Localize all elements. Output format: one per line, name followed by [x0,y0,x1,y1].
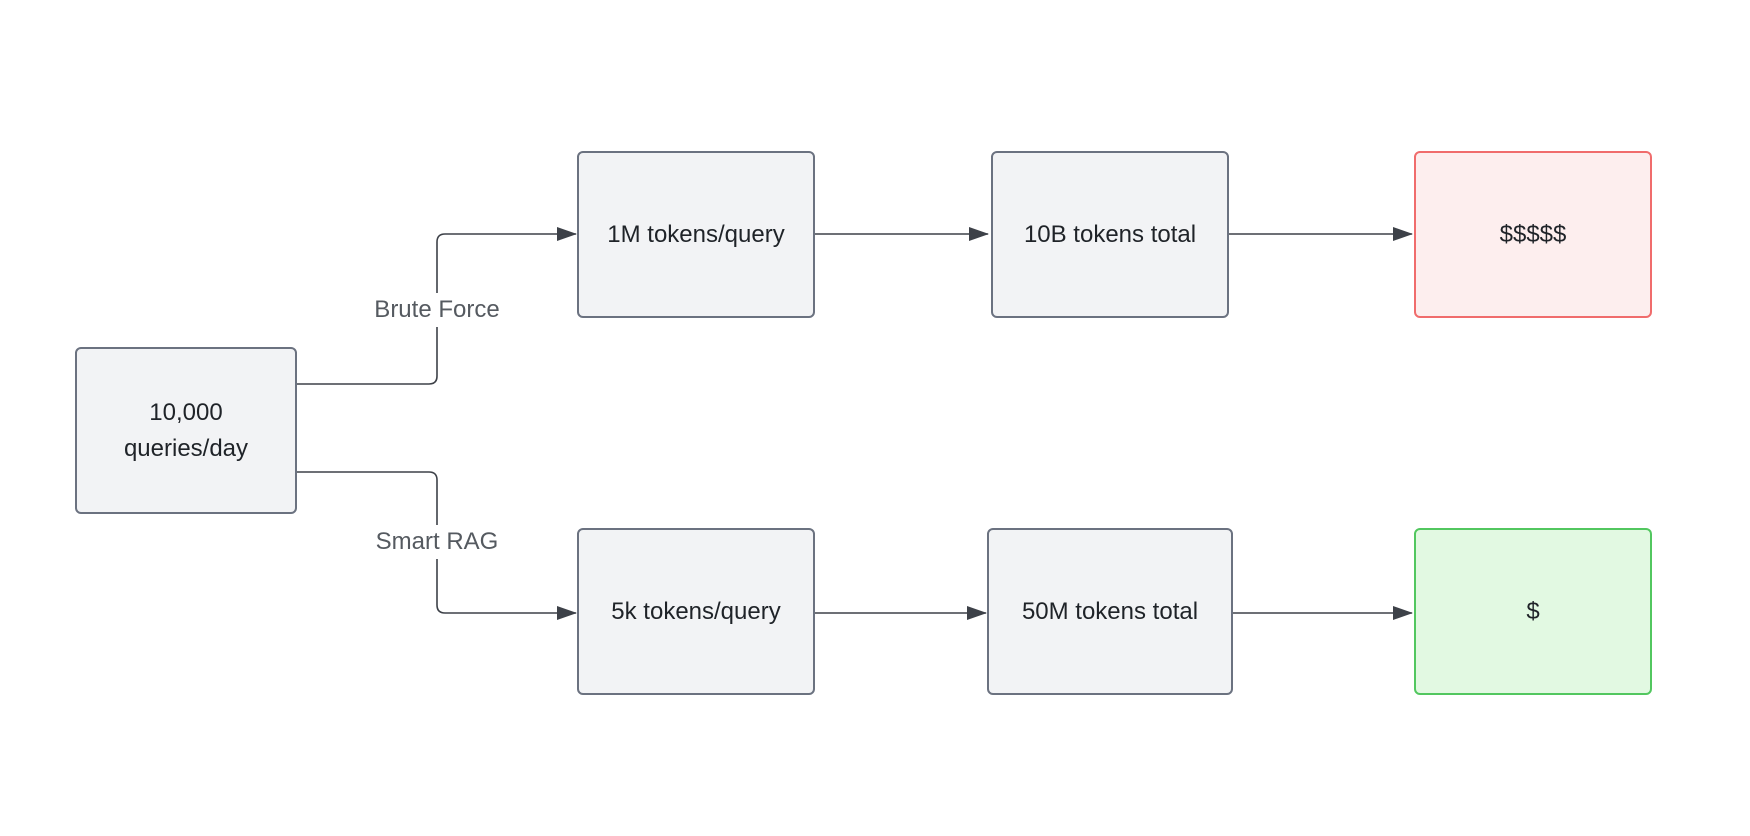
edge-label-smart-rag: Smart RAG [373,525,501,559]
bf-cost-node: $$$$$ [1414,151,1652,318]
bf-tokens-total-node: 10B tokens total [991,151,1229,318]
rag-cost-node: $ [1414,528,1652,695]
rag-cost-label: $ [1526,597,1540,625]
bf-tokens-per-query-node: 1M tokens/query [577,151,815,318]
rag-tokens-per-query-label: 5k tokens/query [611,597,781,625]
source-node-count: 10,000 [149,398,223,426]
rag-tokens-per-query-node: 5k tokens/query [577,528,815,695]
rag-tokens-total-label: 50M tokens total [1021,597,1199,625]
source-node-unit: queries/day [123,434,249,462]
rag-tokens-total-node: 50M tokens total [987,528,1233,695]
bf-tokens-per-query-label: 1M tokens/query [607,220,785,248]
edge-label-brute-force: Brute Force [372,293,502,327]
source-node: 10,000 queries/day [75,347,297,514]
bf-cost-label: $$$$$ [1499,220,1567,248]
bf-tokens-total-label: 10B tokens total [1023,220,1197,248]
